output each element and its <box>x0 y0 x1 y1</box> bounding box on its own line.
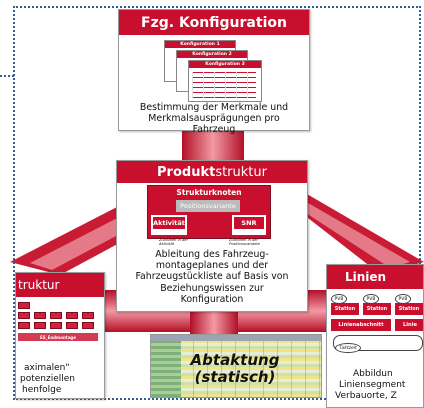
station-2: Station <box>363 303 391 315</box>
center-text-line: Fahrzeugstückliste auf Basis von <box>135 271 289 283</box>
produktstruktur-title-normal: struktur <box>215 164 267 180</box>
fzg-konfiguration-title: Fzg. Konfiguration <box>119 10 309 35</box>
sheet-3-table <box>192 72 256 98</box>
pvb-1: PVB <box>331 294 347 304</box>
center-text-line: Konfiguration <box>180 293 244 305</box>
structure-node-diagram: Strukturknoten Positionsvariante Aktivit… <box>147 185 271 239</box>
produktstruktur-text: Ableitung des Fahrzeug- montageplanes un… <box>119 249 305 305</box>
dotted-connector-left <box>0 75 14 77</box>
connector-top-center <box>182 128 244 160</box>
abtaktung-label-line2: (statisch) <box>194 368 276 386</box>
abtaktung-label-line1: Abtaktung <box>190 351 280 369</box>
fzg-text-line: Bestimmung der Merkmale und <box>139 102 289 113</box>
left-structure-box: truktur ES_Endmontage aximalen" potenzie… <box>15 272 105 399</box>
fzg-konfiguration-box: Fzg. Konfiguration Konfiguration 1 Konfi… <box>118 9 310 135</box>
fzg-konfiguration-text: Bestimmung der Merkmale und Merkmalsausp… <box>123 102 305 136</box>
fzg-text-line: Fahrzeug <box>192 124 236 136</box>
left-structure-title: truktur <box>16 273 104 297</box>
abtaktung-screenshot <box>150 334 322 398</box>
sheet-3: Konfiguration 3 <box>188 60 262 102</box>
sheet-3-title: Konfiguration 3 <box>189 61 261 68</box>
produktstruktur-title-bold: Produkt <box>157 164 216 180</box>
right-text-line: Liniensegment <box>339 380 406 390</box>
dotted-frame <box>13 6 421 400</box>
pvb-2: PVB <box>363 294 379 304</box>
linienabschnitt: Linienabschnitt <box>331 319 391 331</box>
strukturknoten-label: Strukturknoten <box>176 187 242 197</box>
pvb-3: PVB <box>395 294 411 304</box>
note-positionsvariante: Zuordnen in der Positionsvariante <box>229 238 260 246</box>
left-text-line: aximalen" <box>24 363 70 373</box>
screenshot-left-column <box>151 341 181 397</box>
endmontage-bar: ES_Endmontage <box>18 333 98 341</box>
station-1: Station <box>331 303 359 315</box>
linie: Linie <box>395 319 423 331</box>
left-text-line: henfolge <box>22 385 62 395</box>
note-aktivitaet: Zuordnen in der Aktivität <box>159 238 188 246</box>
left-structure-grid: ES_Endmontage <box>16 300 102 344</box>
station-3: Station <box>395 303 423 315</box>
screenshot-toolbar <box>151 335 321 341</box>
right-text-line: Verbauorte, Z <box>335 391 397 401</box>
positionsvariante-label: Positionsvariante <box>176 200 240 212</box>
left-text-line: potenziellen <box>20 374 75 384</box>
taktzeit-label: Taktzeit <box>335 343 361 353</box>
fzg-text-line: Merkmalsausprägungen pro <box>148 113 280 125</box>
center-text-line: Ableitung des Fahrzeug- <box>155 249 269 260</box>
center-text-line: montageplanes und der <box>155 260 269 272</box>
left-structure-text: aximalen" potenziellen henfolge <box>16 363 104 396</box>
linien-diagram: Station Station Station PVB PVB PVB Lini… <box>329 291 423 353</box>
sheet-2-title: Konfiguration 2 <box>177 51 247 58</box>
sheet-1-title: Konfiguration 1 <box>165 41 235 48</box>
abtaktung-label: Abtaktung (statisch) <box>150 352 320 386</box>
linien-title: Linien <box>327 265 423 289</box>
snr-label: SNR <box>234 217 264 229</box>
linien-text: Abbildun Liniensegment Verbauorte, Z <box>327 369 423 402</box>
center-text-line: Beziehungswissen zur <box>160 282 264 294</box>
aktivitaet-label: Aktivität <box>153 217 185 229</box>
linien-box: Linien Station Station Station PVB PVB P… <box>326 264 424 408</box>
right-text-line: Abbildun <box>353 369 393 379</box>
